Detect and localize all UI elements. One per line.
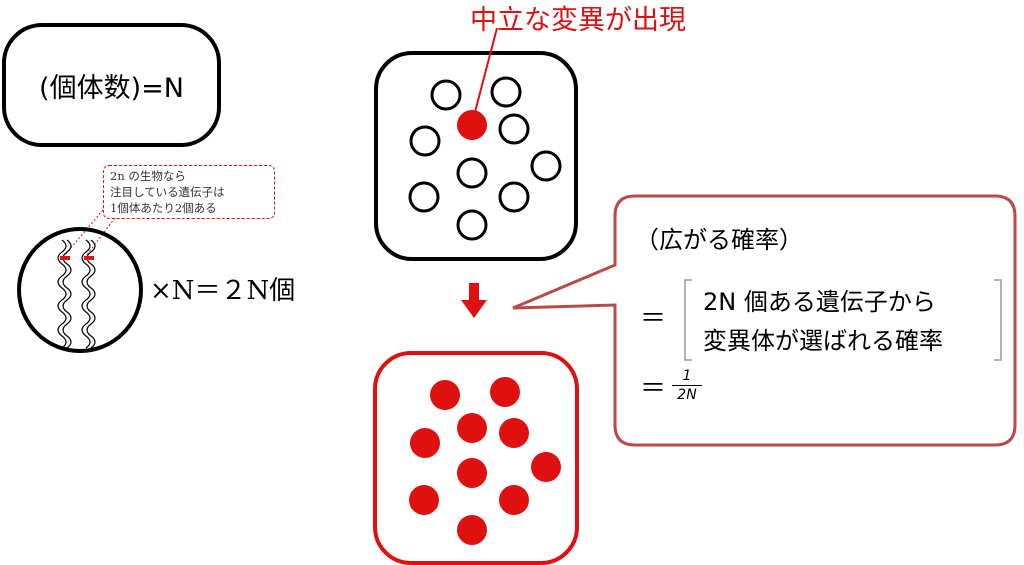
equals-sign: ＝ [640,374,667,404]
note-line-2: 注目している遺伝子は [110,185,225,199]
fraction-denominator: 2N [677,387,697,403]
mutant-individual [490,377,520,407]
equals-sign: ＝ [640,304,667,334]
individual-circle [498,181,530,213]
mutant-individual [457,458,487,488]
note-line-3: 1個体あたり2個ある [110,201,217,215]
individual-circle [408,181,440,213]
formula-brackets [684,279,1002,361]
fraction-numerator: 1 [682,368,692,384]
mutant-individual [531,452,561,482]
individual-circle [490,76,522,108]
formula-line-1: 2N 個ある遺伝子から [703,288,936,316]
individual-circle [430,79,462,111]
mutant-individual [499,418,529,448]
individual-circle [456,209,488,241]
individual-circle [530,150,562,182]
gene-locus-marker [84,256,94,260]
mutant-individual [410,428,440,458]
individual-circle [498,113,530,145]
fraction-bar [672,385,702,386]
population-size-box: (個体数)=N [2,23,221,147]
mutant-individual [457,515,487,545]
probability-title: （広がる確率） [635,226,803,254]
mutant-individual [409,485,439,515]
cell-circle [17,227,143,353]
mutation-pointer-line [474,27,498,113]
speech-bubble [512,194,1017,447]
diploid-note: 2n の生物なら 注目している遺伝子は 1個体あたり2個ある [103,165,275,219]
formula-line-2: 変異体が選ばれる確率 [703,327,943,355]
mutation-label: 中立な変異が出現 [470,5,686,36]
gene-locus-marker [60,256,70,260]
population-before-individuals [408,76,562,241]
mutant-individual [457,413,487,443]
mutant-individual [430,380,460,410]
note-line-1: 2n の生物なら [110,169,186,183]
down-arrow [461,283,487,318]
population-size-label: (個体数)=N [39,72,184,104]
individual-circle [409,125,441,157]
mutant-individual [457,110,487,140]
mutant-individual [499,485,529,515]
individual-circle [456,157,488,189]
fraction: 1 2N [672,368,702,403]
population-after-individuals [409,377,561,545]
gene-count-label: ×N＝２N個 [150,276,296,306]
